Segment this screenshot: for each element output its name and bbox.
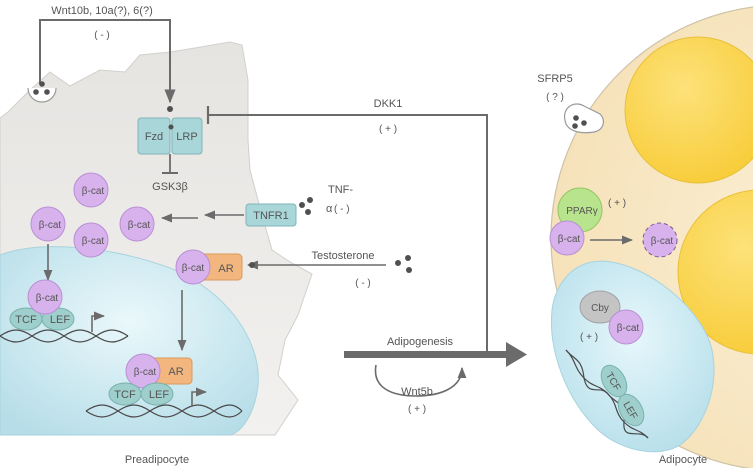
testosterone-ligand — [395, 255, 412, 273]
testosterone-label: Testosterone — [312, 250, 375, 262]
beta-catenin: β-cat — [119, 206, 155, 242]
wnt5b-effect-label: ( + ) — [408, 404, 426, 415]
fzd-label: Fzd — [145, 131, 163, 143]
svg-text:β-cat: β-cat — [128, 220, 151, 231]
wnt5b-feedback-arrow — [374, 364, 467, 397]
pparg-effect-label: ( + ) — [608, 198, 626, 209]
tnfr1-receptor: TNFR1 — [245, 203, 297, 227]
nuclear-betacat-ar-complex: β-cat AR TCF LEF — [108, 353, 193, 406]
svg-text:LEF: LEF — [50, 314, 70, 326]
svg-text:LEF: LEF — [149, 389, 169, 401]
sfrp5-label: SFRP5 — [537, 73, 572, 85]
preadipocyte-nucleus — [0, 246, 259, 436]
svg-text:AR: AR — [168, 366, 183, 378]
dkk1-label: DKK1 — [374, 98, 403, 110]
nuclear-betacat-complex-top: TCF LEF β-cat — [9, 279, 75, 331]
beta-catenin: β-cat — [608, 309, 644, 345]
tnf-alpha-ligand — [299, 197, 313, 215]
dkk1-effect-label: ( + ) — [379, 124, 397, 135]
dna-helix-top — [0, 311, 129, 343]
wnt-ligands-label: Wnt10b, 10a(?), 6(?) — [51, 5, 153, 17]
degraded-beta-catenin: β-cat — [642, 222, 678, 258]
tnf-effect-label: ( - ) — [334, 204, 350, 215]
gsk3b-inhibition — [162, 154, 178, 174]
fzd-receptor: Fzd — [137, 117, 171, 155]
svg-text:β-cat: β-cat — [182, 263, 205, 274]
dna-helix-bottom — [85, 387, 243, 418]
svg-text:Cby: Cby — [591, 303, 609, 314]
lipid-droplet — [624, 36, 753, 184]
cby-effect-label: ( + ) — [580, 332, 598, 343]
wnt-effect-label: ( - ) — [94, 30, 110, 41]
beta-catenin: β-cat — [73, 222, 109, 258]
secretory-vesicle-left — [27, 81, 57, 103]
lrp-label: LRP — [176, 131, 197, 143]
wnt-ligand-arrow — [39, 19, 176, 104]
lrp-receptor: LRP — [171, 117, 203, 155]
adipogenesis-label: Adipogenesis — [387, 336, 454, 348]
beta-catenin: β-cat — [73, 172, 109, 208]
svg-text:β-cat: β-cat — [39, 220, 62, 231]
svg-text:TCF: TCF — [15, 314, 37, 326]
wnt-ligand-dot — [167, 106, 173, 112]
tcf-lef-adipocyte: TCF LEF — [600, 364, 645, 427]
sfrp5-effect-label: ( ? ) — [546, 92, 564, 103]
svg-text:β-cat: β-cat — [617, 323, 640, 334]
svg-text:β-cat: β-cat — [82, 186, 105, 197]
svg-text:PPARγ: PPARγ — [566, 206, 598, 217]
lipid-droplet — [677, 189, 753, 355]
adipocyte-label: Adipocyte — [659, 454, 707, 466]
beta-catenin: β-cat — [549, 220, 585, 256]
svg-text:TCF: TCF — [114, 389, 136, 401]
adipogenesis-arrow — [344, 342, 527, 367]
secretory-vesicle-right — [564, 103, 604, 134]
tnf-alpha-label: α — [326, 203, 333, 215]
wnt5b-label: Wnt5b — [401, 386, 433, 398]
tnf-label: TNF- — [328, 184, 353, 196]
svg-text:β-cat: β-cat — [134, 367, 157, 378]
preadipocyte-label: Preadipocyte — [125, 454, 189, 466]
svg-text:β-cat: β-cat — [36, 293, 59, 304]
svg-text:AR: AR — [218, 263, 233, 275]
testosterone-dot — [249, 262, 255, 268]
beta-catenin-ar-complex: β-cat AR — [175, 249, 243, 285]
dkk1-inhibition-path — [206, 106, 488, 352]
svg-text:β-cat: β-cat — [82, 236, 105, 247]
svg-text:β-cat: β-cat — [558, 234, 581, 245]
wnt-ligand-dot — [168, 124, 174, 130]
tnfr1-label: TNFR1 — [253, 210, 288, 222]
cby: Cby — [579, 290, 621, 324]
dna-helix-adipocyte — [565, 349, 649, 439]
testosterone-effect-label: ( - ) — [355, 278, 371, 289]
svg-text:β-cat: β-cat — [651, 236, 674, 247]
beta-catenin: β-cat — [30, 206, 66, 242]
gsk3b-label: GSK3β — [152, 181, 188, 193]
